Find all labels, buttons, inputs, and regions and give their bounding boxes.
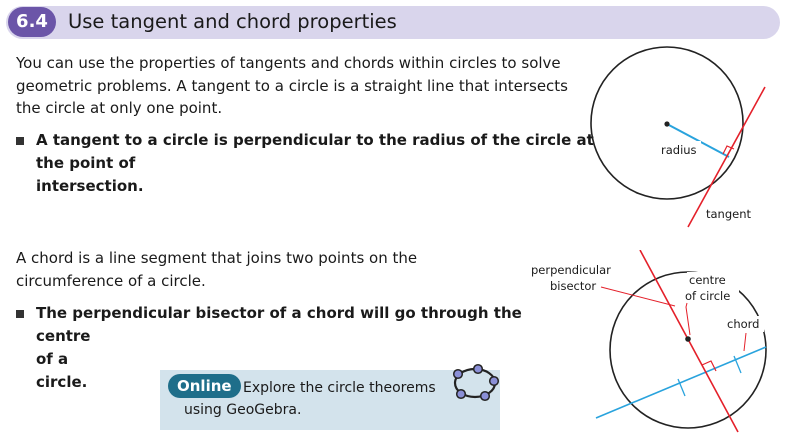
centre-point [685,336,691,342]
key-point-chord-line-2: centre of a circle. [36,327,91,391]
online-text-line-2: using GeoGebra. [184,402,302,418]
chord-para-line-2: circumference of a circle. [16,272,206,290]
bullet-square-icon [16,137,24,145]
intro-line-2: geometric problems. A tangent to a circl… [16,76,568,95]
chord-pointer [743,332,747,352]
right-angle-marker [701,360,717,372]
bullet-square-icon [16,310,24,318]
bisector-label: bisector [550,279,596,293]
chord-bisector-diagram: perpendicular bisector centre of circle … [531,250,767,433]
geogebra-icon[interactable] [448,362,502,404]
equal-tick [733,355,742,374]
centre-pointer [685,302,691,336]
online-badge[interactable]: Online [168,374,241,398]
of-circle-label: of circle [685,289,730,303]
tangent-radius-diagram: radius tangent [590,46,766,228]
chord-line [595,346,767,419]
key-point-chord-line-1: The perpendicular bisector of a chord wi… [36,304,522,322]
equal-tick [677,378,686,397]
key-point-tangent-line-2: the point of intersection. [36,154,144,195]
key-point-tangent-line-1: A tangent to a circle is perpendicular t… [36,131,594,149]
section-number-badge: 6.4 [8,7,56,37]
chord-para-line-1: A chord is a line segment that joins two… [16,249,418,267]
online-text-line-1: Explore the circle theorems [243,380,436,396]
tangent-line [687,86,766,228]
intro-line-3: the circle at only one point. [16,99,223,117]
centre-label: centre [689,273,726,287]
section-header-bar [6,6,780,39]
tangent-label: tangent [706,207,752,221]
section-title: Use tangent and chord properties [68,10,397,33]
circle-outline [590,46,744,200]
perpendicular-bisector-pointer [600,286,676,307]
perpendicular-label: perpendicular [531,263,611,277]
centre-point [664,121,670,127]
right-angle-marker [722,145,735,155]
radius-line [666,123,730,158]
radius-label: radius [661,143,697,157]
chord-label: chord [727,317,759,331]
intro-line-1: You can use the properties of tangents a… [16,54,561,72]
